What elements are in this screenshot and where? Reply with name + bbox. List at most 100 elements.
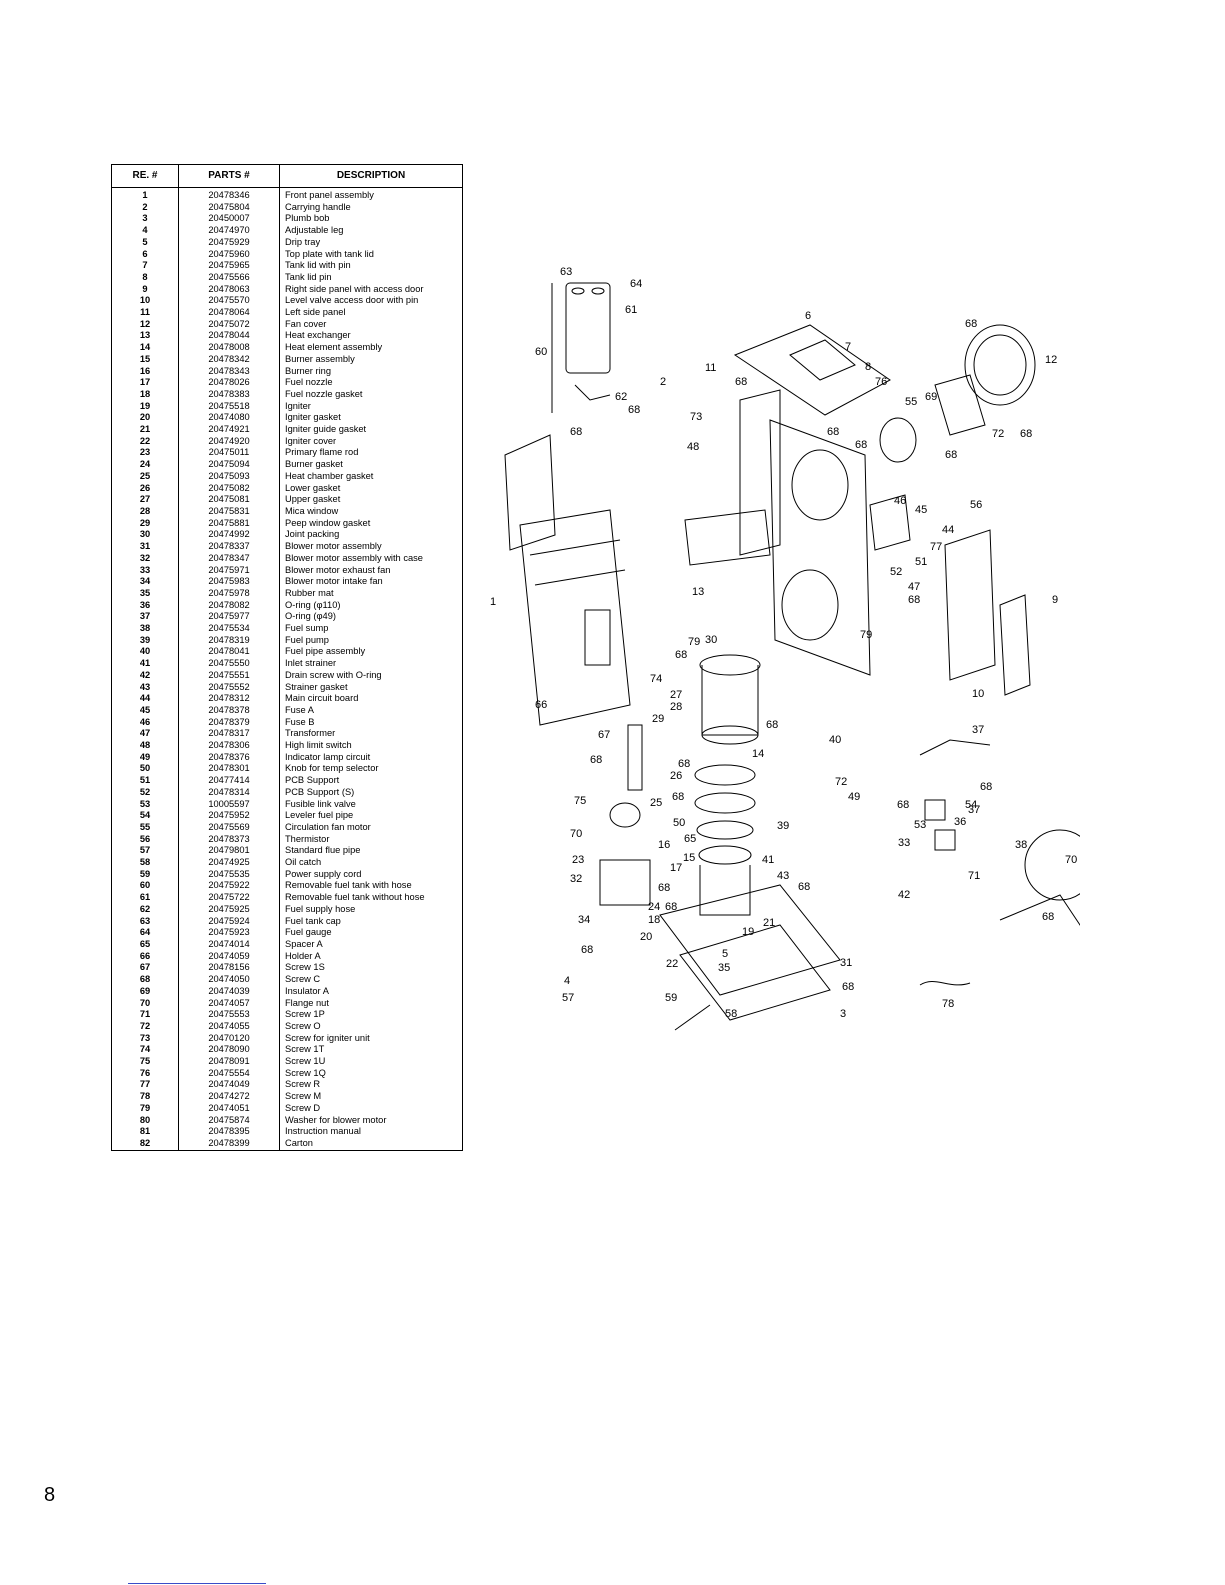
callout-label: 24 xyxy=(648,901,660,913)
callout-label: 73 xyxy=(690,411,702,423)
callout-label: 68 xyxy=(965,318,977,330)
description-cell: Drain screw with O-ring xyxy=(285,669,382,680)
callout-label: 78 xyxy=(942,998,954,1010)
callout-label: 68 xyxy=(980,781,992,793)
description-cell: Fuel nozzle xyxy=(285,377,333,388)
right-side-panel-shape xyxy=(944,529,996,681)
description-cell: Screw C xyxy=(285,974,321,985)
description-cell: Front panel assembly xyxy=(285,190,374,200)
ref-number-cell: 62 xyxy=(111,903,179,916)
callout-label: 72 xyxy=(835,776,847,788)
part-number-cell: 20475072 xyxy=(178,318,280,331)
part-number-cell: 20478346 xyxy=(178,187,280,202)
callout-label: 54 xyxy=(965,799,977,811)
callout-label: 20 xyxy=(640,931,652,943)
callout-label: 74 xyxy=(650,673,662,685)
part-number-cell: 20478378 xyxy=(178,704,280,717)
part-number-cell: 20450007 xyxy=(178,213,280,226)
callout-label: 68 xyxy=(678,758,690,770)
description-cell: Transformer xyxy=(285,728,336,739)
callout-label: 68 xyxy=(658,882,670,894)
part-number-cell: 20478026 xyxy=(178,377,280,389)
description-cell: Standard flue pipe xyxy=(285,845,361,856)
callout-label: 68 xyxy=(672,791,684,803)
description-cell: Right side panel with access door xyxy=(285,283,424,294)
part-number-cell: 20478091 xyxy=(178,1056,280,1068)
part-number-cell: 20478156 xyxy=(178,962,280,975)
part-number-cell: 20475094 xyxy=(178,459,280,471)
ref-number-cell: 55 xyxy=(111,821,179,834)
description-cell: Drip tray xyxy=(285,236,321,247)
part-number-cell: 20474272 xyxy=(178,1091,280,1103)
ref-number-cell: 57 xyxy=(111,845,179,858)
description-cell: Blower motor assembly with case xyxy=(285,552,423,563)
description-cell: Rubber mat xyxy=(285,587,334,598)
description-cell: Blower motor intake fan xyxy=(285,576,383,587)
ref-number-cell: 16 xyxy=(111,365,179,378)
description-cell: Fuel supply hose xyxy=(285,903,356,914)
ref-number-cell: 77 xyxy=(111,1079,179,1092)
part-number-cell: 20478041 xyxy=(178,646,280,659)
back-panel-shape xyxy=(769,419,871,676)
ref-number-cell: 9 xyxy=(111,283,179,296)
description-cell: Fuel pipe assembly xyxy=(285,646,366,657)
callout-label: 76 xyxy=(875,376,887,388)
part-number-cell: 20475831 xyxy=(178,505,280,518)
callout-label: 79 xyxy=(688,636,700,648)
part-number-cell: 20474014 xyxy=(178,939,280,951)
description-cell: O-ring (φ49) xyxy=(285,611,336,622)
callout-label: 71 xyxy=(968,870,980,882)
description-cell: Strainer gasket xyxy=(285,681,348,692)
description-cell: Fuel pump xyxy=(285,634,329,645)
part-number-cell: 20475965 xyxy=(178,260,280,272)
part-number-cell: 20478063 xyxy=(178,283,280,296)
callout-label: 68 xyxy=(945,449,957,461)
part-number-cell: 20478312 xyxy=(178,693,280,705)
ref-number-cell: 39 xyxy=(111,634,179,647)
callout-label: 53 xyxy=(914,819,926,831)
top-plate-shape xyxy=(733,324,891,416)
part-number-cell: 20475093 xyxy=(178,470,280,483)
part-number-cell: 20475925 xyxy=(178,903,280,916)
part-number-cell: 20475552 xyxy=(178,681,280,694)
table-header-row: RE. # PARTS # DESCRIPTION xyxy=(111,164,463,188)
callout-label: 16 xyxy=(658,839,670,851)
ref-number-cell: 28 xyxy=(111,505,179,518)
part-number-cell: 20478399 xyxy=(178,1137,280,1151)
ref-number-cell: 74 xyxy=(111,1044,179,1057)
ref-number-cell: 47 xyxy=(111,728,179,741)
description-cell: Left side panel xyxy=(285,307,346,318)
ref-number-cell: 40 xyxy=(111,646,179,659)
callout-label: 69 xyxy=(925,391,937,403)
bottom-rule xyxy=(128,1583,266,1584)
callout-label: 23 xyxy=(572,854,584,866)
drip-tray-shape xyxy=(659,884,841,996)
part-number-cell: 20475518 xyxy=(178,400,280,413)
description-cell: Level valve access door with pin xyxy=(285,295,419,306)
part-number-cell: 20479801 xyxy=(178,845,280,858)
callout-label: 50 xyxy=(673,817,685,829)
callout-label: 11 xyxy=(705,362,716,374)
